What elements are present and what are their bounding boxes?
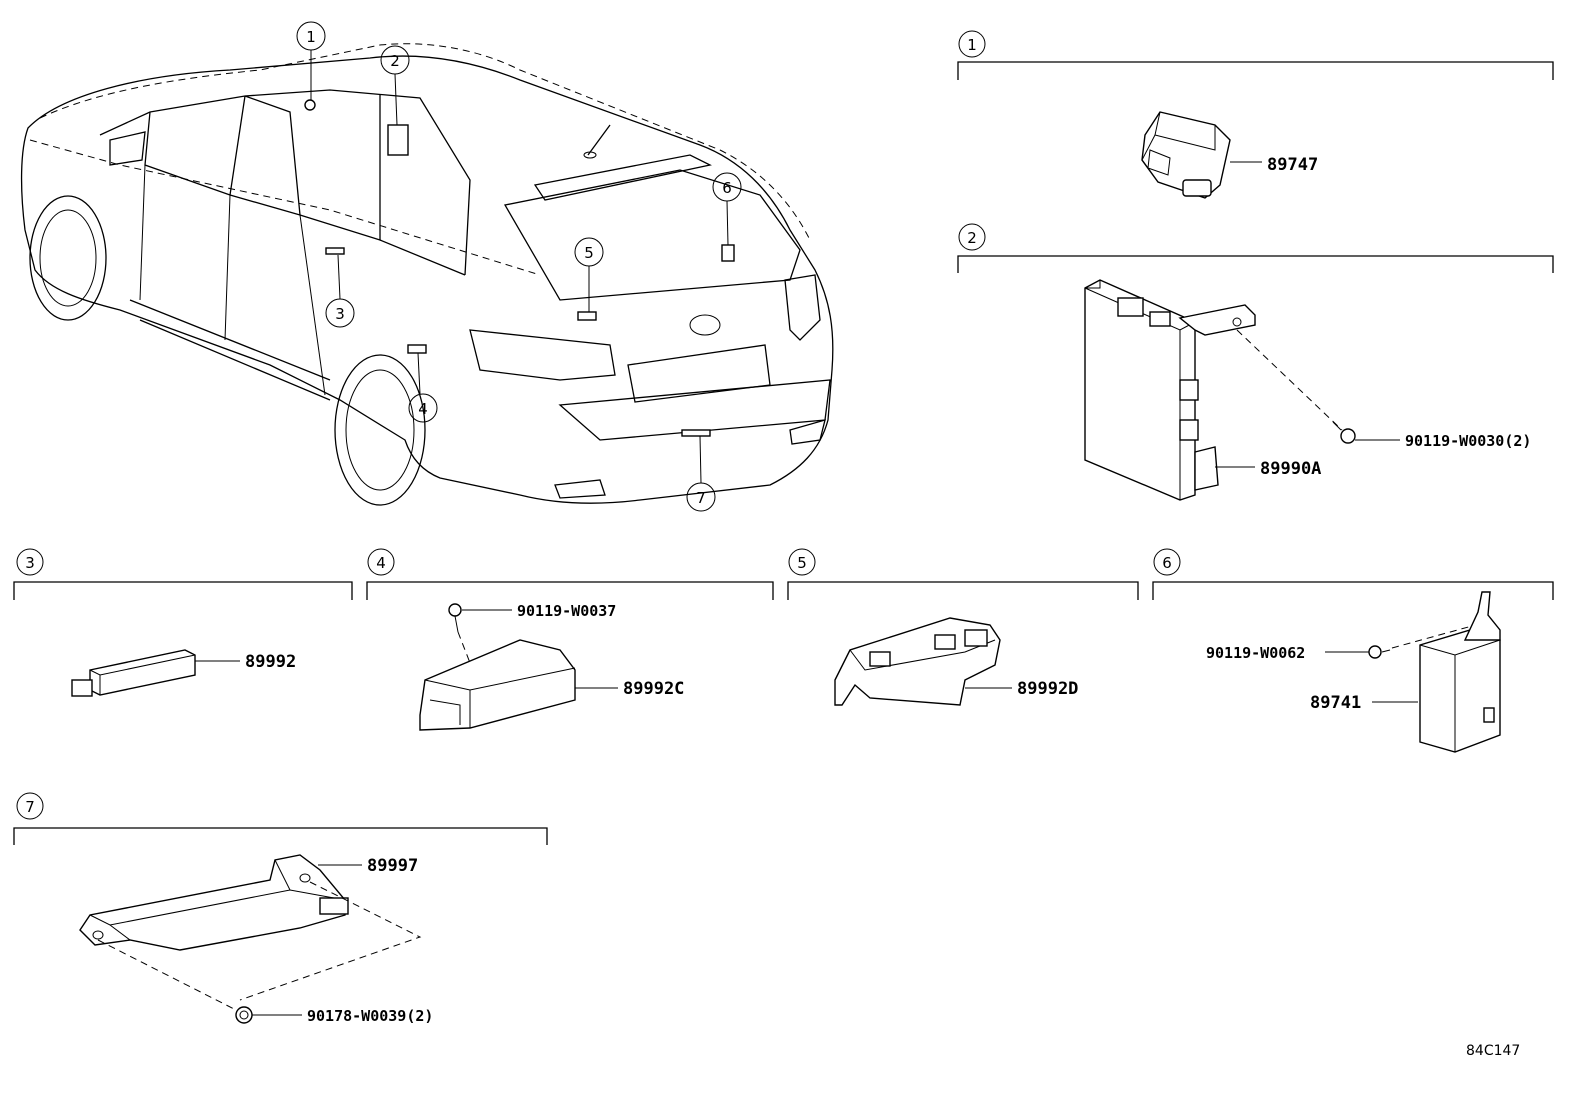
section-1: 1 89747 [957,30,1554,199]
vehicle-illustration [20,43,834,506]
section-2: 2 90119-W0030(2) 89990A [957,223,1554,501]
bolt-90119-W0030-label: 90119-W0030(2) [1405,432,1531,450]
part-89992D-label: 89992D [1017,679,1078,699]
clip-90178-W0039-label: 90178-W0039(2) [307,1007,433,1025]
section-4-number: 4 [376,554,386,572]
vehicle-callouts: 1 2 3 4 5 6 7 [296,21,742,512]
section-3-number: 3 [25,554,35,572]
reference-code: 84C147 [1466,1043,1520,1059]
section-5: 5 89992D [787,548,1139,706]
part-89992-label: 89992 [245,652,296,672]
section-1-number: 1 [967,36,977,54]
section-7: 7 90178-W0039(2) 89997 [13,792,548,1025]
vehicle-callout-1: 1 [306,28,316,46]
part-89741-label: 89741 [1310,693,1361,713]
section-7-number: 7 [25,798,35,816]
vehicle-callout-3: 3 [335,305,345,323]
part-89990A-label: 89990A [1260,459,1321,479]
part-89747-label: 89747 [1267,155,1318,175]
vehicle-callout-5: 5 [584,244,594,262]
section-6: 6 90119-W0062 89741 [1152,548,1554,753]
bolt-90119-W0062-label: 90119-W0062 [1206,644,1305,662]
vehicle-callout-4: 4 [418,400,428,418]
vehicle-callout-6: 6 [722,179,732,197]
section-5-number: 5 [797,554,807,572]
section-3: 3 89992 [13,548,353,697]
vehicle-callout-7: 7 [696,489,706,507]
part-89992C-label: 89992C [623,679,684,699]
bolt-90119-W0037-label: 90119-W0037 [517,602,616,620]
vehicle-callout-2: 2 [390,52,400,70]
section-2-number: 2 [967,229,977,247]
section-4: 4 90119-W0037 89992C [366,548,774,731]
section-6-number: 6 [1162,554,1172,572]
part-89997-label: 89997 [367,856,418,876]
